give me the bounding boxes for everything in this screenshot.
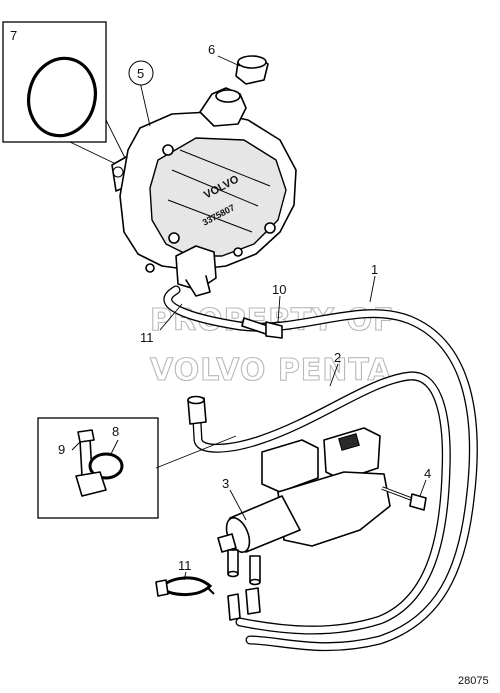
inset-leader-2 <box>69 141 119 166</box>
leader-6 <box>217 55 241 67</box>
cable-tie-tail <box>207 587 215 595</box>
inset-clamp <box>37 417 237 519</box>
cable-tie <box>155 576 215 597</box>
valve-body <box>277 471 391 547</box>
clamp-screw-head <box>77 429 95 443</box>
inset-frame <box>2 21 107 143</box>
valve-nozzle-side <box>217 533 237 553</box>
screw-4-shank-inner <box>381 487 415 501</box>
pump-fitting <box>185 275 211 297</box>
watermark-line-2: VOLVO PENTA <box>150 353 392 388</box>
leader-11b <box>183 571 187 581</box>
hose-1-fill <box>164 286 477 650</box>
leader-11a <box>159 303 183 331</box>
leader-1 <box>369 275 376 303</box>
callout-9: 9 <box>58 442 65 457</box>
oring-shape <box>27 56 97 138</box>
hose-1 <box>163 285 478 652</box>
pump-bolt-4 <box>145 263 155 273</box>
clamp-inset-leader <box>155 435 237 469</box>
callout-10: 10 <box>272 282 286 297</box>
valve-connector-socket <box>338 433 360 451</box>
callout-8: 8 <box>112 424 119 439</box>
screw-10 <box>241 317 283 339</box>
figure-number: 28075 <box>458 675 489 687</box>
pump-outlet-opening <box>215 89 241 103</box>
cable-tie-head <box>155 579 169 597</box>
valve-nozzle-1-end <box>227 570 239 578</box>
callout-2: 2 <box>334 350 341 365</box>
leader-lines <box>71 55 427 581</box>
callout-7: 7 <box>10 28 17 43</box>
hose-2-end-opening <box>187 395 205 405</box>
callouts: 7 5 6 1 2 3 4 10 11 11 8 9 <box>10 28 431 573</box>
callout-6: 6 <box>208 42 215 57</box>
callout-3: 3 <box>222 476 229 491</box>
screw-10-head <box>265 321 283 339</box>
valve-nozzle-2-end <box>249 578 261 586</box>
leader-8 <box>109 439 119 457</box>
leader-2 <box>329 363 339 387</box>
cable-tie-loop <box>157 576 213 596</box>
cover-rib-3 <box>179 149 271 187</box>
hose-stub-1 <box>227 593 241 621</box>
leader-9 <box>71 441 81 451</box>
hose-2-fill <box>192 372 450 634</box>
valve-nozzle-2 <box>249 555 261 583</box>
plug-top <box>237 55 267 69</box>
clamp-base <box>75 471 107 497</box>
callout-5-circle <box>128 60 154 86</box>
callout-4: 4 <box>424 466 431 481</box>
callout-5: 5 <box>137 66 144 81</box>
plug <box>235 55 269 85</box>
pump-shaft-nut <box>112 166 124 178</box>
valve-coil-housing <box>261 439 319 493</box>
hose-2 <box>187 371 451 635</box>
pump-bolt-5 <box>233 247 243 257</box>
pump-bolt-1 <box>162 144 174 156</box>
cover-rib-1 <box>171 169 259 207</box>
valve-connector <box>323 427 381 481</box>
solenoid-valve <box>217 427 391 621</box>
screw-4-head <box>409 493 427 511</box>
pump-bolt-2 <box>264 222 276 234</box>
callout-1: 1 <box>371 262 378 277</box>
pump-bolt-3 <box>168 232 180 244</box>
callout-11-bottom: 11 <box>178 558 192 573</box>
watermark: PROPERTY OF VOLVO PENTA <box>149 302 394 388</box>
inset-oring <box>2 21 127 166</box>
leader-5 <box>139 81 151 127</box>
screw-4 <box>381 486 427 511</box>
cover-rib-2 <box>167 199 253 233</box>
valve-nozzle-1 <box>227 549 239 575</box>
callout-11-top: 11 <box>140 330 154 345</box>
inset-leader-1 <box>105 119 127 161</box>
pump-cover <box>149 137 287 257</box>
leader-4 <box>419 479 427 497</box>
leader-10 <box>277 295 281 323</box>
vacuum-pump: VOLVO 3375807 <box>111 87 297 297</box>
leader-3 <box>229 489 247 521</box>
hose-stub-2 <box>245 587 261 615</box>
